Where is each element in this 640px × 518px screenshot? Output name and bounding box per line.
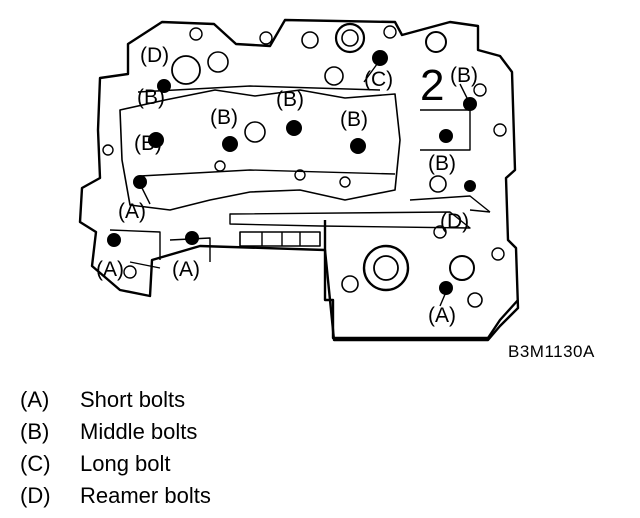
callout-a: (A) xyxy=(428,304,456,327)
legend-text: Middle bolts xyxy=(80,419,198,444)
legend-key: (B) xyxy=(20,419,50,444)
callout-a: (A) xyxy=(172,258,200,281)
callout-d: (D) xyxy=(440,210,469,233)
callout-b: (B) xyxy=(210,106,238,129)
valve-body-diagram: 2 (D) (D) (C) (B) (B) (B) (B) (B) (B) (B… xyxy=(78,18,520,342)
callout-d: (D) xyxy=(140,44,169,67)
callout-labels: (D) (D) (C) (B) (B) (B) (B) (B) (B) (B) … xyxy=(96,44,478,327)
legend-item: (A) Short bolts xyxy=(20,384,420,416)
callout-b: (B) xyxy=(137,86,165,109)
callout-a: (A) xyxy=(96,258,124,281)
callout-a: (A) xyxy=(118,200,146,223)
legend-key: (A) xyxy=(20,387,50,412)
callout-leaders xyxy=(129,59,491,307)
legend-text: Long bolt xyxy=(80,451,171,476)
callout-c: (C) xyxy=(364,68,393,91)
valve-body-outline xyxy=(78,18,520,342)
legend-item: (D) Reamer bolts xyxy=(20,480,420,512)
legend-text: Short bolts xyxy=(80,387,186,412)
legend: (A) Short bolts (B) Middle bolts (C) Lon… xyxy=(20,384,420,512)
callout-b: (B) xyxy=(134,132,162,155)
legend-text: Reamer bolts xyxy=(80,483,211,508)
callout-b: (B) xyxy=(450,64,478,87)
bolt-heads xyxy=(107,50,477,295)
legend-item: (C) Long bolt xyxy=(20,448,420,480)
section-number-label: 2 xyxy=(420,61,444,110)
callout-b: (B) xyxy=(340,108,368,131)
legend-key: (D) xyxy=(20,483,51,508)
figure-code: B3M1130A xyxy=(508,342,595,361)
legend-key: (C) xyxy=(20,451,51,476)
legend-item: (B) Middle bolts xyxy=(20,416,420,448)
callout-b: (B) xyxy=(428,152,456,175)
callout-b: (B) xyxy=(276,88,304,111)
